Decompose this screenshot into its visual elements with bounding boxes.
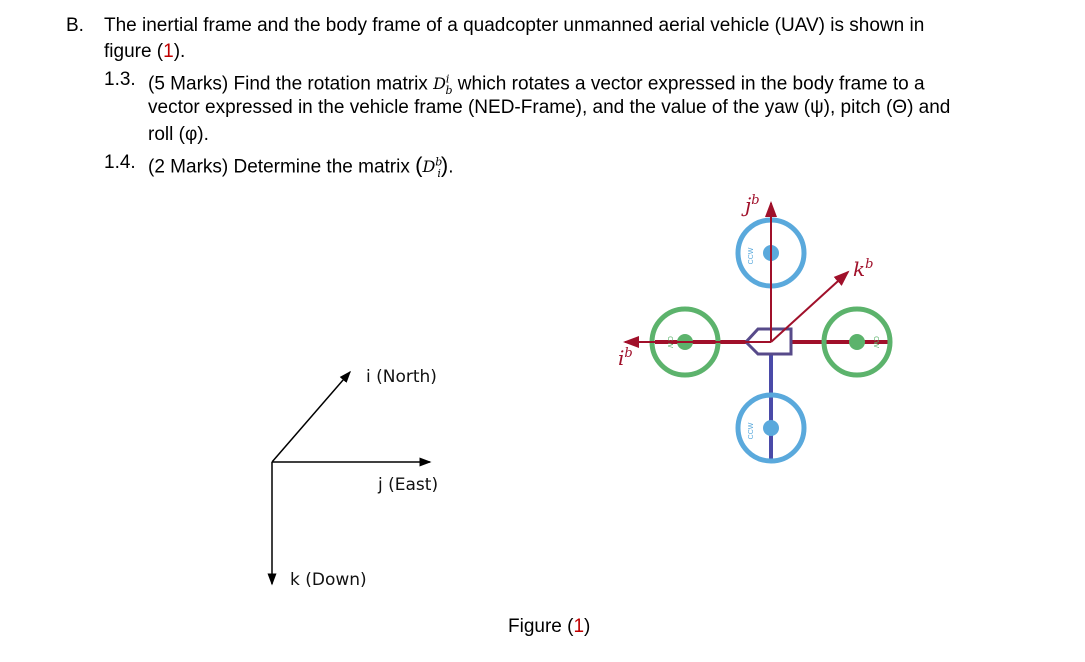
question-label: B.: [66, 15, 84, 36]
kb-label: kb: [853, 257, 873, 281]
item-1-3-line-2: vector expressed in the vehicle frame (N…: [148, 97, 951, 118]
svg-text:CW: CW: [872, 336, 879, 348]
question-line-2: figure (1).: [104, 41, 186, 62]
item-1-4-number: 1.4.: [104, 152, 136, 173]
jb-label: jb: [741, 193, 760, 217]
item-1-3-number: 1.3.: [104, 69, 136, 90]
item-1-3-line-3: roll (φ).: [148, 124, 209, 145]
i-north-label: i (North): [366, 367, 437, 387]
rotor-right-cw: CW: [821, 306, 893, 378]
kb-axis: [770, 270, 850, 343]
item-1-3-line-1: (5 Marks) Find the rotation matrix Dib w…: [148, 73, 925, 97]
ib-label: ib: [618, 346, 633, 370]
figure-caption: Figure (1): [508, 616, 591, 637]
item-1-4-line-1: (2 Marks) Determine the matrix (Dbi).: [148, 152, 454, 180]
i-north-axis: [271, 370, 351, 463]
figure-reference: 1: [163, 41, 174, 62]
k-down-label: k (Down): [290, 570, 367, 590]
matrix-d-i-b: Dbi: [422, 156, 443, 180]
svg-text:CCW: CCW: [748, 247, 755, 264]
rotor-rear-ccw: CCW: [735, 392, 807, 464]
j-east-label: j (East): [377, 475, 438, 495]
quadcopter-body-frame: CCW CCW CW CW jb kb ib: [618, 193, 893, 464]
question-line-1: The inertial frame and the body frame of…: [104, 15, 925, 36]
svg-text:CCW: CCW: [748, 422, 755, 439]
matrix-d-b-i: Dib: [433, 73, 453, 97]
inertial-frame: i (North) j (East) k (Down): [267, 367, 438, 590]
